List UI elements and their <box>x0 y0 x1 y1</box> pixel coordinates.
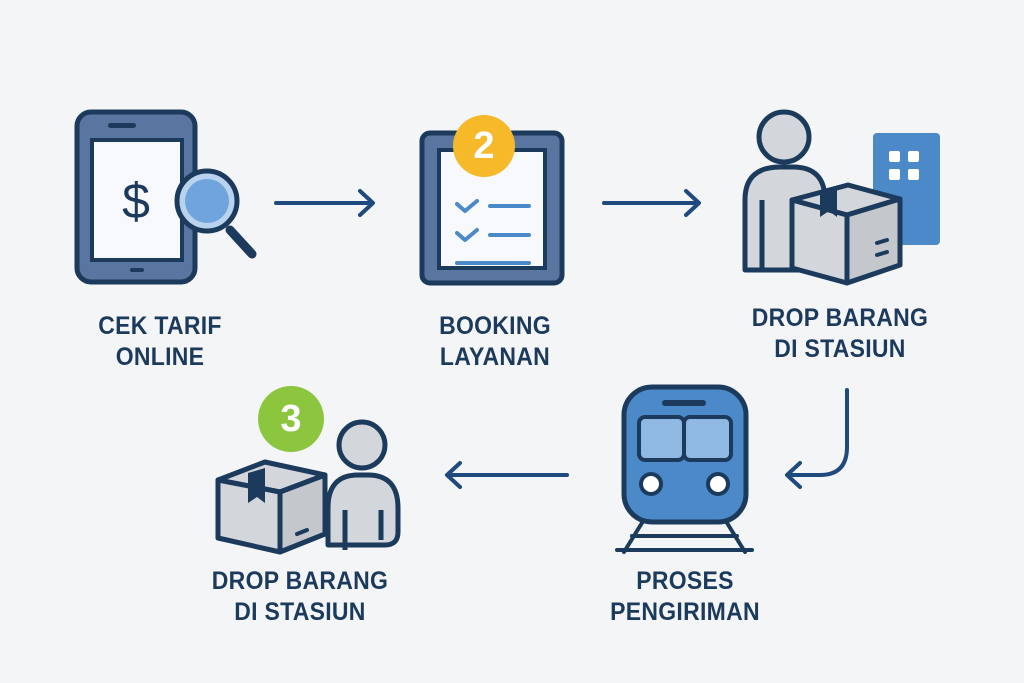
label-proses: PROSES PENGIRIMAN <box>570 566 800 628</box>
label-drop-barang-2: DROP BARANG DI STASIUN <box>185 566 415 628</box>
label-line-1: DROP BARANG <box>751 304 929 332</box>
label-line-1: PROSES <box>636 567 734 595</box>
step-proses <box>612 380 757 560</box>
arrow-right-icon <box>274 189 375 217</box>
step-badge-2: 2 <box>453 115 515 177</box>
label-line-1: CEK TARIF <box>98 312 222 340</box>
arrow-curve-down-left-icon <box>785 388 849 489</box>
label-line-2: DI STASIUN <box>234 598 366 626</box>
person-box-building-icon <box>742 109 940 286</box>
step-drop-barang-1 <box>735 105 955 290</box>
label-line-1: DROP BARANG <box>211 567 389 595</box>
step-drop-barang-2 <box>210 410 410 560</box>
label-drop-barang-1: DROP BARANG DI STASIUN <box>725 303 955 365</box>
svg-text:$: $ <box>122 173 150 229</box>
label-line-2: LAYANAN <box>439 343 551 371</box>
label-cek-tarif: CEK TARIF ONLINE <box>68 311 252 373</box>
box-person-icon <box>215 419 401 555</box>
arrow-right-icon <box>602 189 701 217</box>
label-booking: BOOKING LAYANAN <box>403 311 587 373</box>
arrow-left-icon <box>445 461 569 489</box>
label-line-2: ONLINE <box>115 343 205 371</box>
step-badge-3: 3 <box>258 386 324 452</box>
phone-search-dollar-icon: $ <box>74 109 257 285</box>
label-line-2: PENGIRIMAN <box>610 598 760 626</box>
label-line-2: DI STASIUN <box>774 335 906 363</box>
train-icon <box>615 384 754 554</box>
label-line-1: BOOKING <box>439 312 551 340</box>
step-cek-tarif: $ <box>70 105 260 290</box>
